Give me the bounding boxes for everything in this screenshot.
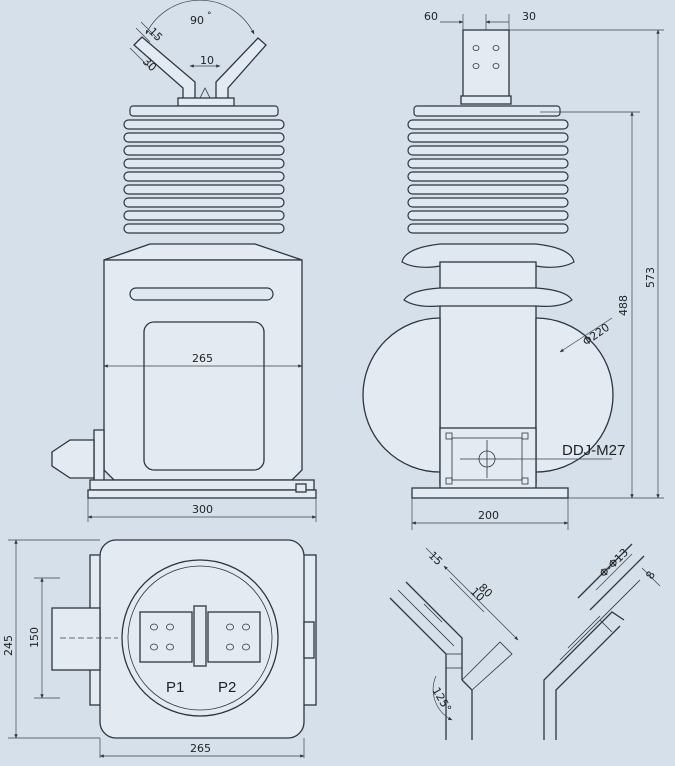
front-base-width: 300 xyxy=(192,503,213,516)
degree-mark-icon: ° xyxy=(207,11,212,21)
side-total-height: 573 xyxy=(644,267,657,288)
side-terminal-block xyxy=(462,29,510,103)
side-terminal-holes xyxy=(472,45,500,69)
front-view: 90 ° 15 30 10 xyxy=(51,0,317,522)
top-view: P1 P2 245 150 265 xyxy=(2,539,317,758)
top-outer-height: 245 xyxy=(2,635,15,656)
front-body-width: 265 xyxy=(192,352,213,365)
front-cap-plate xyxy=(129,105,279,117)
detail-left: 15 80 10 125° xyxy=(389,547,519,740)
side-view: 60 30 xyxy=(362,10,664,530)
detail-right-thickness: 8 xyxy=(643,569,658,582)
front-terminal-gap: 10 xyxy=(200,54,214,67)
top-terminal-p2-label: P2 xyxy=(218,679,236,696)
top-secondary-outlet xyxy=(51,607,101,671)
top-terminal-p1 xyxy=(139,611,193,663)
side-terminal-right-dim: 30 xyxy=(522,10,536,23)
detail-right-holes: Φ-Φ13 xyxy=(597,546,631,580)
front-secondary-outlet xyxy=(51,439,95,479)
side-insulator-height: 488 xyxy=(617,295,630,316)
side-nameplate-label: DDJ-M27 xyxy=(562,442,625,459)
front-terminal-angle: 90 xyxy=(190,14,204,27)
side-tank-right xyxy=(535,317,614,473)
side-tank-left xyxy=(362,317,441,473)
detail-left-thickness: 15 xyxy=(426,549,445,568)
side-base xyxy=(411,487,569,499)
front-base xyxy=(87,489,317,499)
side-base-width: 200 xyxy=(478,509,499,522)
top-width: 265 xyxy=(190,742,211,755)
front-shoulder xyxy=(103,243,303,261)
detail-right: Φ-Φ13 8 xyxy=(543,543,661,740)
top-terminal-p1-label: P1 xyxy=(166,679,184,696)
top-terminal-holes xyxy=(150,623,250,651)
side-insulator-sheds xyxy=(407,119,569,234)
side-terminal-left-dim: 60 xyxy=(424,10,438,23)
top-terminal-p2 xyxy=(207,611,261,663)
detail-left-angle: 125° xyxy=(429,685,454,714)
side-body-diameter: Φ220 xyxy=(580,321,612,349)
top-inner-height: 150 xyxy=(28,627,41,648)
front-insulator-sheds xyxy=(123,119,285,234)
front-terminal xyxy=(133,36,267,107)
